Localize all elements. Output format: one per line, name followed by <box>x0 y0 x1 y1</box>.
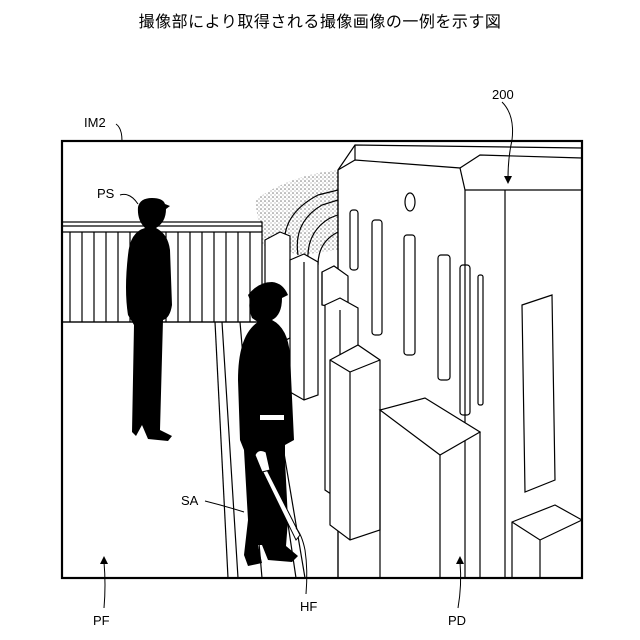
label-pf: PF <box>93 614 110 628</box>
label-ps: PS <box>97 187 114 201</box>
leader-im2 <box>116 124 122 141</box>
label-200: 200 <box>492 88 514 102</box>
leader-ps <box>120 194 138 204</box>
leader-pf <box>104 562 105 608</box>
label-hf: HF <box>300 600 317 614</box>
label-pd: PD <box>448 614 466 628</box>
arrow-pf <box>100 556 108 564</box>
label-im2: IM2 <box>84 116 106 130</box>
label-sa: SA <box>181 494 198 508</box>
